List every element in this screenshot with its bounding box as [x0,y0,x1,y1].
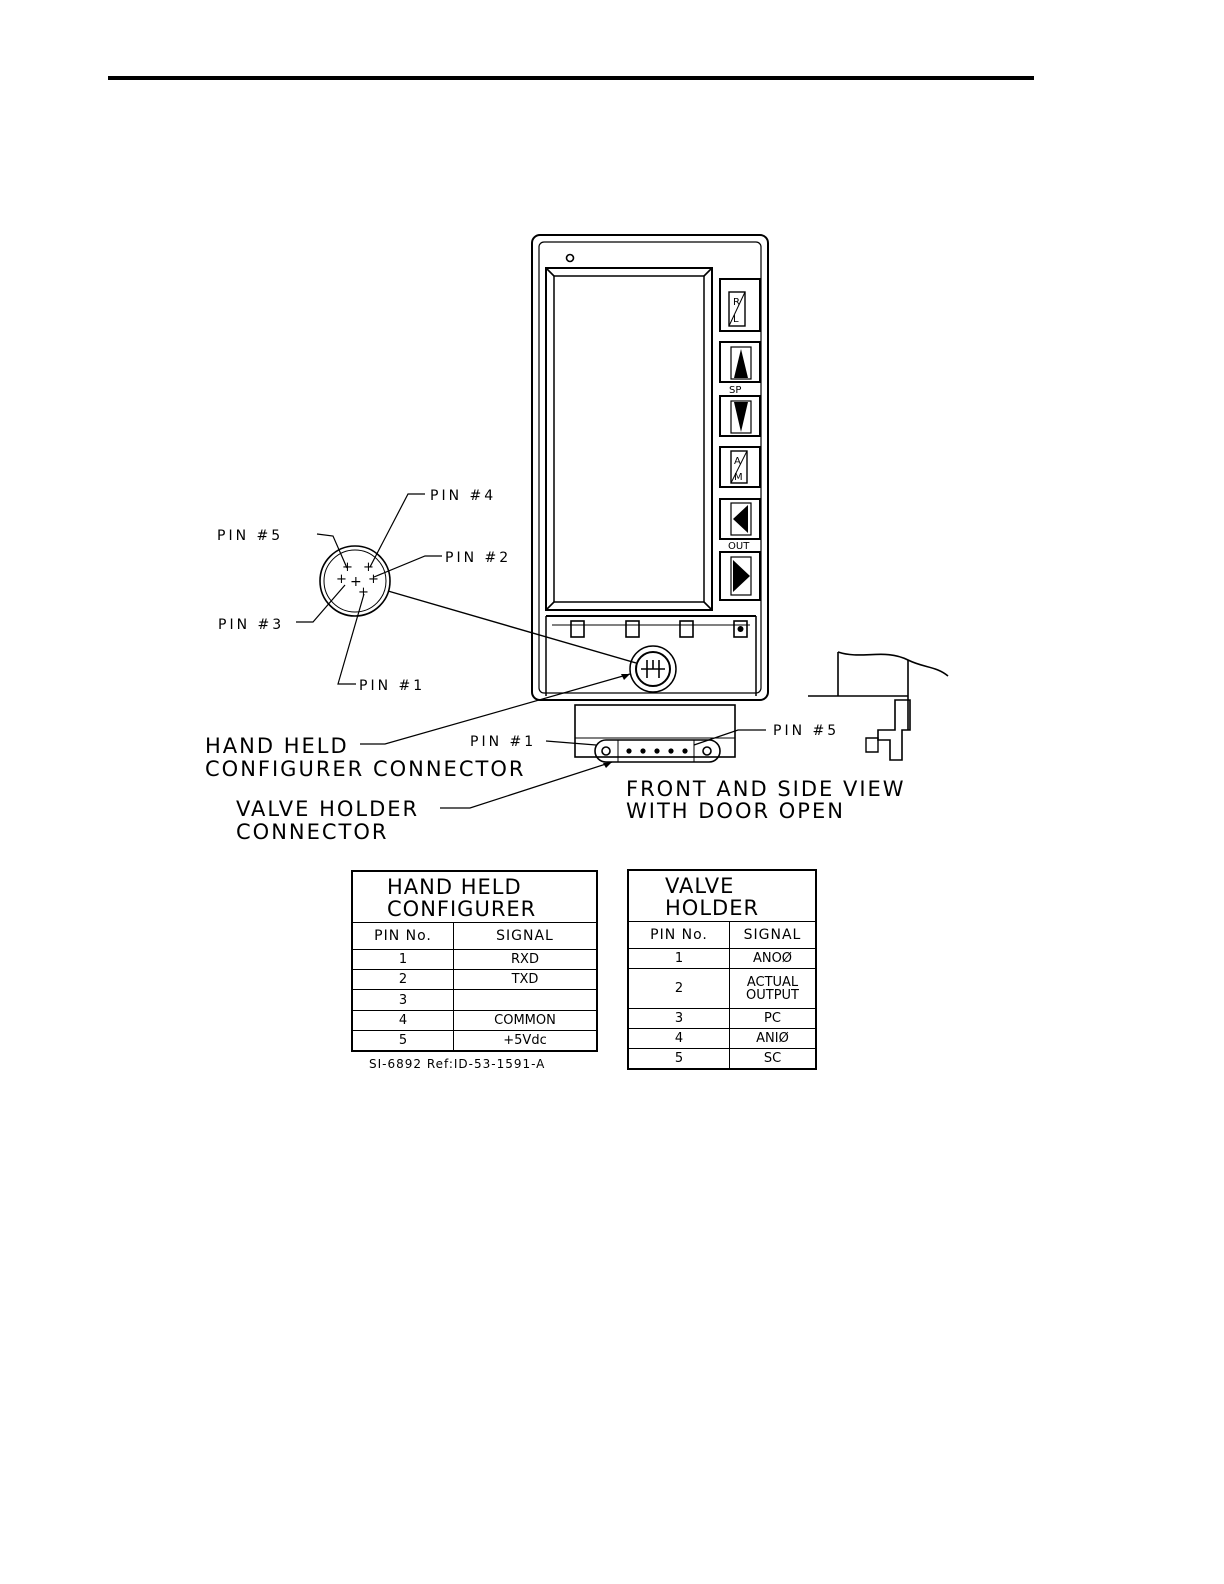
table-row: 5 SC [627,1048,817,1070]
sp-up-button[interactable] [719,341,761,383]
label-door-open: WITH DOOR OPEN [626,799,845,823]
col-pin-no: PIN No. [351,922,454,951]
col-signal: SIGNAL [453,922,598,951]
label-configurer-connector: CONFIGURER CONNECTOR [205,757,525,781]
label-pin-2: PIN #2 [445,550,511,566]
label-pin-4: PIN #4 [430,488,496,504]
label-valve-holder: VALVE HOLDER [236,797,419,821]
svg-text:+: + [350,574,362,590]
col-pin-no: PIN No. [627,921,730,950]
label-valve-connector: CONNECTOR [236,820,389,844]
am-button[interactable]: A M [719,446,761,488]
table-row: 3 [351,989,598,1012]
sp-down-button[interactable] [719,395,761,437]
svg-text:L: L [733,314,739,325]
arrow-left-icon [733,505,748,533]
svg-text:A: A [734,456,741,467]
table-row: 4 COMMON [351,1010,598,1032]
valve-holder-connector [594,739,721,763]
hand-held-configurer-connector [629,645,677,693]
out-increase-button[interactable] [719,551,761,601]
svg-text:R: R [733,297,740,308]
table-row: 2 TXD [351,969,598,991]
sp-label: SP [729,385,741,396]
svg-text:+: + [336,572,347,587]
hand-held-pin-table: HAND HELD CONFIGURER PIN No. SIGNAL 1 RX… [351,870,598,1052]
table-row: 2 ACTUAL OUTPUT [627,968,817,1010]
out-label: OUT [728,541,750,552]
table-row: 4 ANIØ [627,1028,817,1050]
label-pin-1-bottom: PIN #1 [470,734,536,750]
controller-side-view [808,651,949,761]
table-row: 1 ANOØ [627,948,817,970]
label-hand-held: HAND HELD [205,734,349,758]
controller-front-view: R L SP A M OUT [531,234,769,763]
pin-detail-view: + + + + + + [296,493,637,685]
rl-button[interactable]: R L [719,278,761,332]
out-decrease-button[interactable] [719,498,761,540]
svg-text:M: M [734,472,743,483]
svg-text:+: + [342,560,353,575]
svg-text:+: + [358,585,369,600]
arrow-down-icon [734,402,748,432]
valve-holder-table-title: VALVE HOLDER [627,869,817,923]
table-row: 1 RXD [351,949,598,971]
svg-text:+: + [368,572,379,587]
label-front-side-view: FRONT AND SIDE VIEW [626,777,906,801]
arrow-right-icon [733,560,750,592]
arrow-up-icon [734,349,748,378]
valve-holder-pin-table: VALVE HOLDER PIN No. SIGNAL 1 ANOØ 2 ACT… [627,869,817,1070]
indicator-led-icon [565,253,575,263]
label-pin-5: PIN #5 [217,528,283,544]
label-pin-3: PIN #3 [218,617,284,633]
label-pin-1: PIN #1 [359,678,425,694]
hand-held-table-title: HAND HELD CONFIGURER [351,870,598,924]
label-pin-5-bottom: PIN #5 [773,723,839,739]
drawing-reference: SI-6892 Ref:ID-53-1591-A [369,1057,546,1071]
table-row: 3 PC [627,1008,817,1030]
table-row: 5 +5Vdc [351,1030,598,1052]
svg-text:+: + [363,560,374,575]
top-rule [108,76,1034,80]
col-signal: SIGNAL [729,921,817,950]
